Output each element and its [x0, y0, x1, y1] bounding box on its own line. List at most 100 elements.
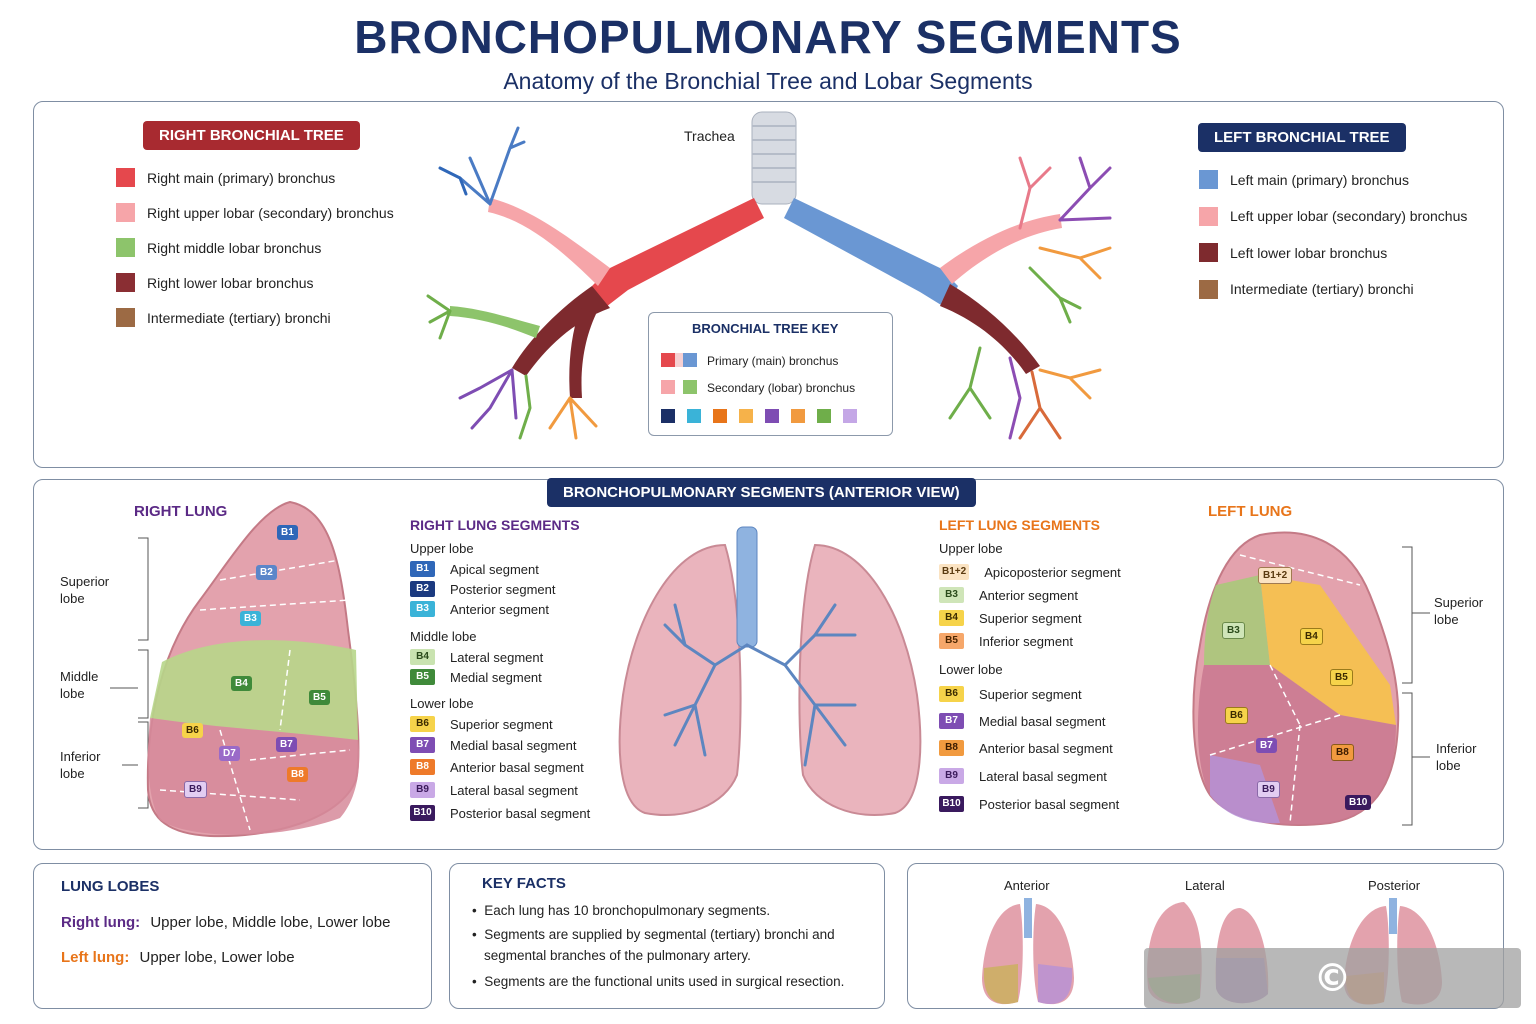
right-segment-code: B8	[410, 759, 435, 775]
view-anterior-illustration	[982, 898, 1074, 1005]
left-lung-lobes-row: Left lung: Upper lobe, Lower lobe	[61, 949, 295, 966]
right-segment-label: Posterior segment	[450, 581, 556, 597]
right-tree-legend-label: Intermediate (tertiary) bronchi	[147, 309, 331, 326]
right-tree-legend-swatch	[116, 308, 135, 327]
left-segment-code: B6	[939, 686, 964, 702]
key-facts-title: KEY FACTS	[482, 875, 566, 892]
bronchial-tree-key: BRONCHIAL TREE KEY Primary (main) bronch…	[648, 312, 893, 436]
right-lung-tag-b3: B3	[240, 611, 261, 626]
left-segment-label: Anterior segment	[979, 587, 1078, 603]
right-lung-tag-b1: B1	[277, 525, 298, 540]
right-lung-illustration	[110, 500, 360, 838]
right-lung-lobes-value: Upper lobe, Middle lobe, Lower lobe	[150, 914, 391, 931]
lung-lobes-panel: LUNG LOBES Right lung: Upper lobe, Middl…	[33, 863, 432, 1009]
right-segment-label: Lateral basal segment	[450, 782, 578, 798]
key-fact-2: • Segments are supplied by segmental (te…	[472, 927, 835, 942]
left-segment-code: B9	[939, 768, 964, 784]
left-segment-row: B6 Superior segment	[939, 686, 1082, 702]
lungs-anterior-illustration	[618, 526, 922, 817]
right-segment-code: B1	[410, 561, 435, 577]
right-lung-tag-b8: B8	[287, 767, 308, 782]
key-fact-3-text: Segments are the functional units used i…	[484, 974, 845, 989]
left-segment-code: B3	[939, 587, 964, 603]
page-title: BRONCHOPULMONARY SEGMENTS	[354, 11, 1182, 63]
right-tree-legend-label: Right main (primary) bronchus	[147, 169, 336, 186]
right-main-bronchus	[592, 198, 764, 310]
left-main-bronchus	[784, 198, 958, 308]
right-segment-row: B1 Apical segment	[410, 561, 539, 577]
right-tree-legend-label: Right upper lobar (secondary) bronchus	[147, 204, 394, 221]
lung-lobes-title: LUNG LOBES	[61, 878, 160, 895]
left-segment-label: Medial basal segment	[979, 713, 1106, 729]
key-fact-1-text: Each lung has 10 bronchopulmonary segmen…	[484, 903, 771, 918]
left-tree-legend-swatch	[1199, 243, 1218, 262]
right-lung-tag-b9: B9	[184, 781, 207, 798]
left-tree-legend-row: Left main (primary) bronchus	[1199, 170, 1409, 189]
right-segment-code: B4	[410, 649, 435, 665]
left-segment-label: Anterior basal segment	[979, 740, 1113, 756]
right-segment-code: B9	[410, 782, 435, 798]
right-lung-tag-b4: B4	[231, 676, 252, 691]
page-subtitle: Anatomy of the Bronchial Tree and Lobar …	[503, 68, 1033, 94]
left-segment-code: B8	[939, 740, 964, 756]
left-upper-lobar-bronchus	[940, 214, 1062, 284]
right-tree-title: RIGHT BRONCHIAL TREE	[143, 121, 360, 150]
left-lung-tag-b3: B3	[1222, 622, 1245, 639]
left-segment-label: Superior segment	[979, 686, 1082, 702]
key-fact-2-continued: segmental branches of the pulmonary arte…	[484, 948, 751, 963]
left-segment-code: B7	[939, 713, 964, 729]
right-segment-row: B5 Medial segment	[410, 669, 542, 685]
right-middle-lobe-label: Middle lobe	[60, 669, 99, 701]
left-lung-tag-b7: B7	[1256, 738, 1277, 753]
left-segment-row: B3 Anterior segment	[939, 587, 1078, 603]
view-anterior-label: Anterior	[1004, 878, 1050, 893]
right-tree-legend-label: Right lower lobar bronchus	[147, 274, 314, 291]
right-segment-label: Posterior basal segment	[450, 805, 591, 821]
right-group-heading: Middle lobe	[410, 629, 477, 644]
right-segment-code: B10	[410, 805, 435, 821]
secondary-key-swatch	[661, 380, 697, 394]
left-lung-title: LEFT LUNG	[1208, 503, 1293, 520]
right-tree-legend-row: Right main (primary) bronchus	[116, 168, 335, 187]
tertiary-key-swatch	[843, 409, 857, 423]
right-segment-label: Anterior basal segment	[450, 759, 584, 775]
left-segment-label: Inferior segment	[979, 633, 1073, 649]
left-lung-lobes-label: Left lung:	[61, 949, 130, 966]
left-group-heading: Lower lobe	[939, 662, 1003, 677]
right-segment-label: Medial segment	[450, 669, 542, 685]
right-segment-code: B6	[410, 716, 435, 732]
left-segment-row: B4 Superior segment	[939, 610, 1082, 626]
left-tree-legend-label: Left upper lobar (secondary) bronchus	[1230, 208, 1468, 224]
view-posterior-label: Posterior	[1368, 878, 1421, 893]
left-segment-label: Apicoposterior segment	[984, 564, 1121, 580]
right-segment-code: B5	[410, 669, 435, 685]
left-segment-label: Superior segment	[979, 610, 1082, 626]
tertiary-key-swatch	[817, 409, 831, 423]
left-tree-legend-label: Left main (primary) bronchus	[1230, 171, 1409, 188]
tertiary-key-swatch	[687, 409, 701, 423]
right-segment-label: Apical segment	[450, 561, 539, 577]
right-segment-label: Superior segment	[450, 716, 553, 732]
watermark: © Medpulselq.com	[1144, 948, 1521, 1024]
left-tree-legend-label: Left lower lobar bronchus	[1230, 244, 1388, 261]
left-lung-tag-b4: B4	[1300, 628, 1323, 645]
right-group-heading: Upper lobe	[410, 541, 474, 556]
right-lung-lobes-row: Right lung: Upper lobe, Middle lobe, Low…	[61, 914, 390, 931]
key-fact-3: • Segments are the functional units used…	[472, 974, 845, 989]
tertiary-key-swatch	[713, 409, 727, 423]
right-segment-label: Medial basal segment	[450, 737, 577, 753]
left-lung-tag-b1-2: B1+2	[1258, 567, 1293, 584]
left-superior-lobe-label: Superior lobe	[1434, 595, 1484, 627]
trachea-label: Trachea	[684, 128, 735, 144]
left-segment-code: B4	[939, 610, 964, 626]
tertiary-key-swatch	[661, 409, 675, 423]
right-tree-legend-swatch	[116, 203, 135, 222]
right-segment-label: Lateral segment	[450, 649, 544, 665]
key-title: BRONCHIAL TREE KEY	[692, 321, 839, 336]
right-tree-legend-row: Right middle lobar bronchus	[116, 238, 321, 257]
key-facts-panel: KEY FACTS • Each lung has 10 bronchopulm…	[449, 863, 885, 1009]
